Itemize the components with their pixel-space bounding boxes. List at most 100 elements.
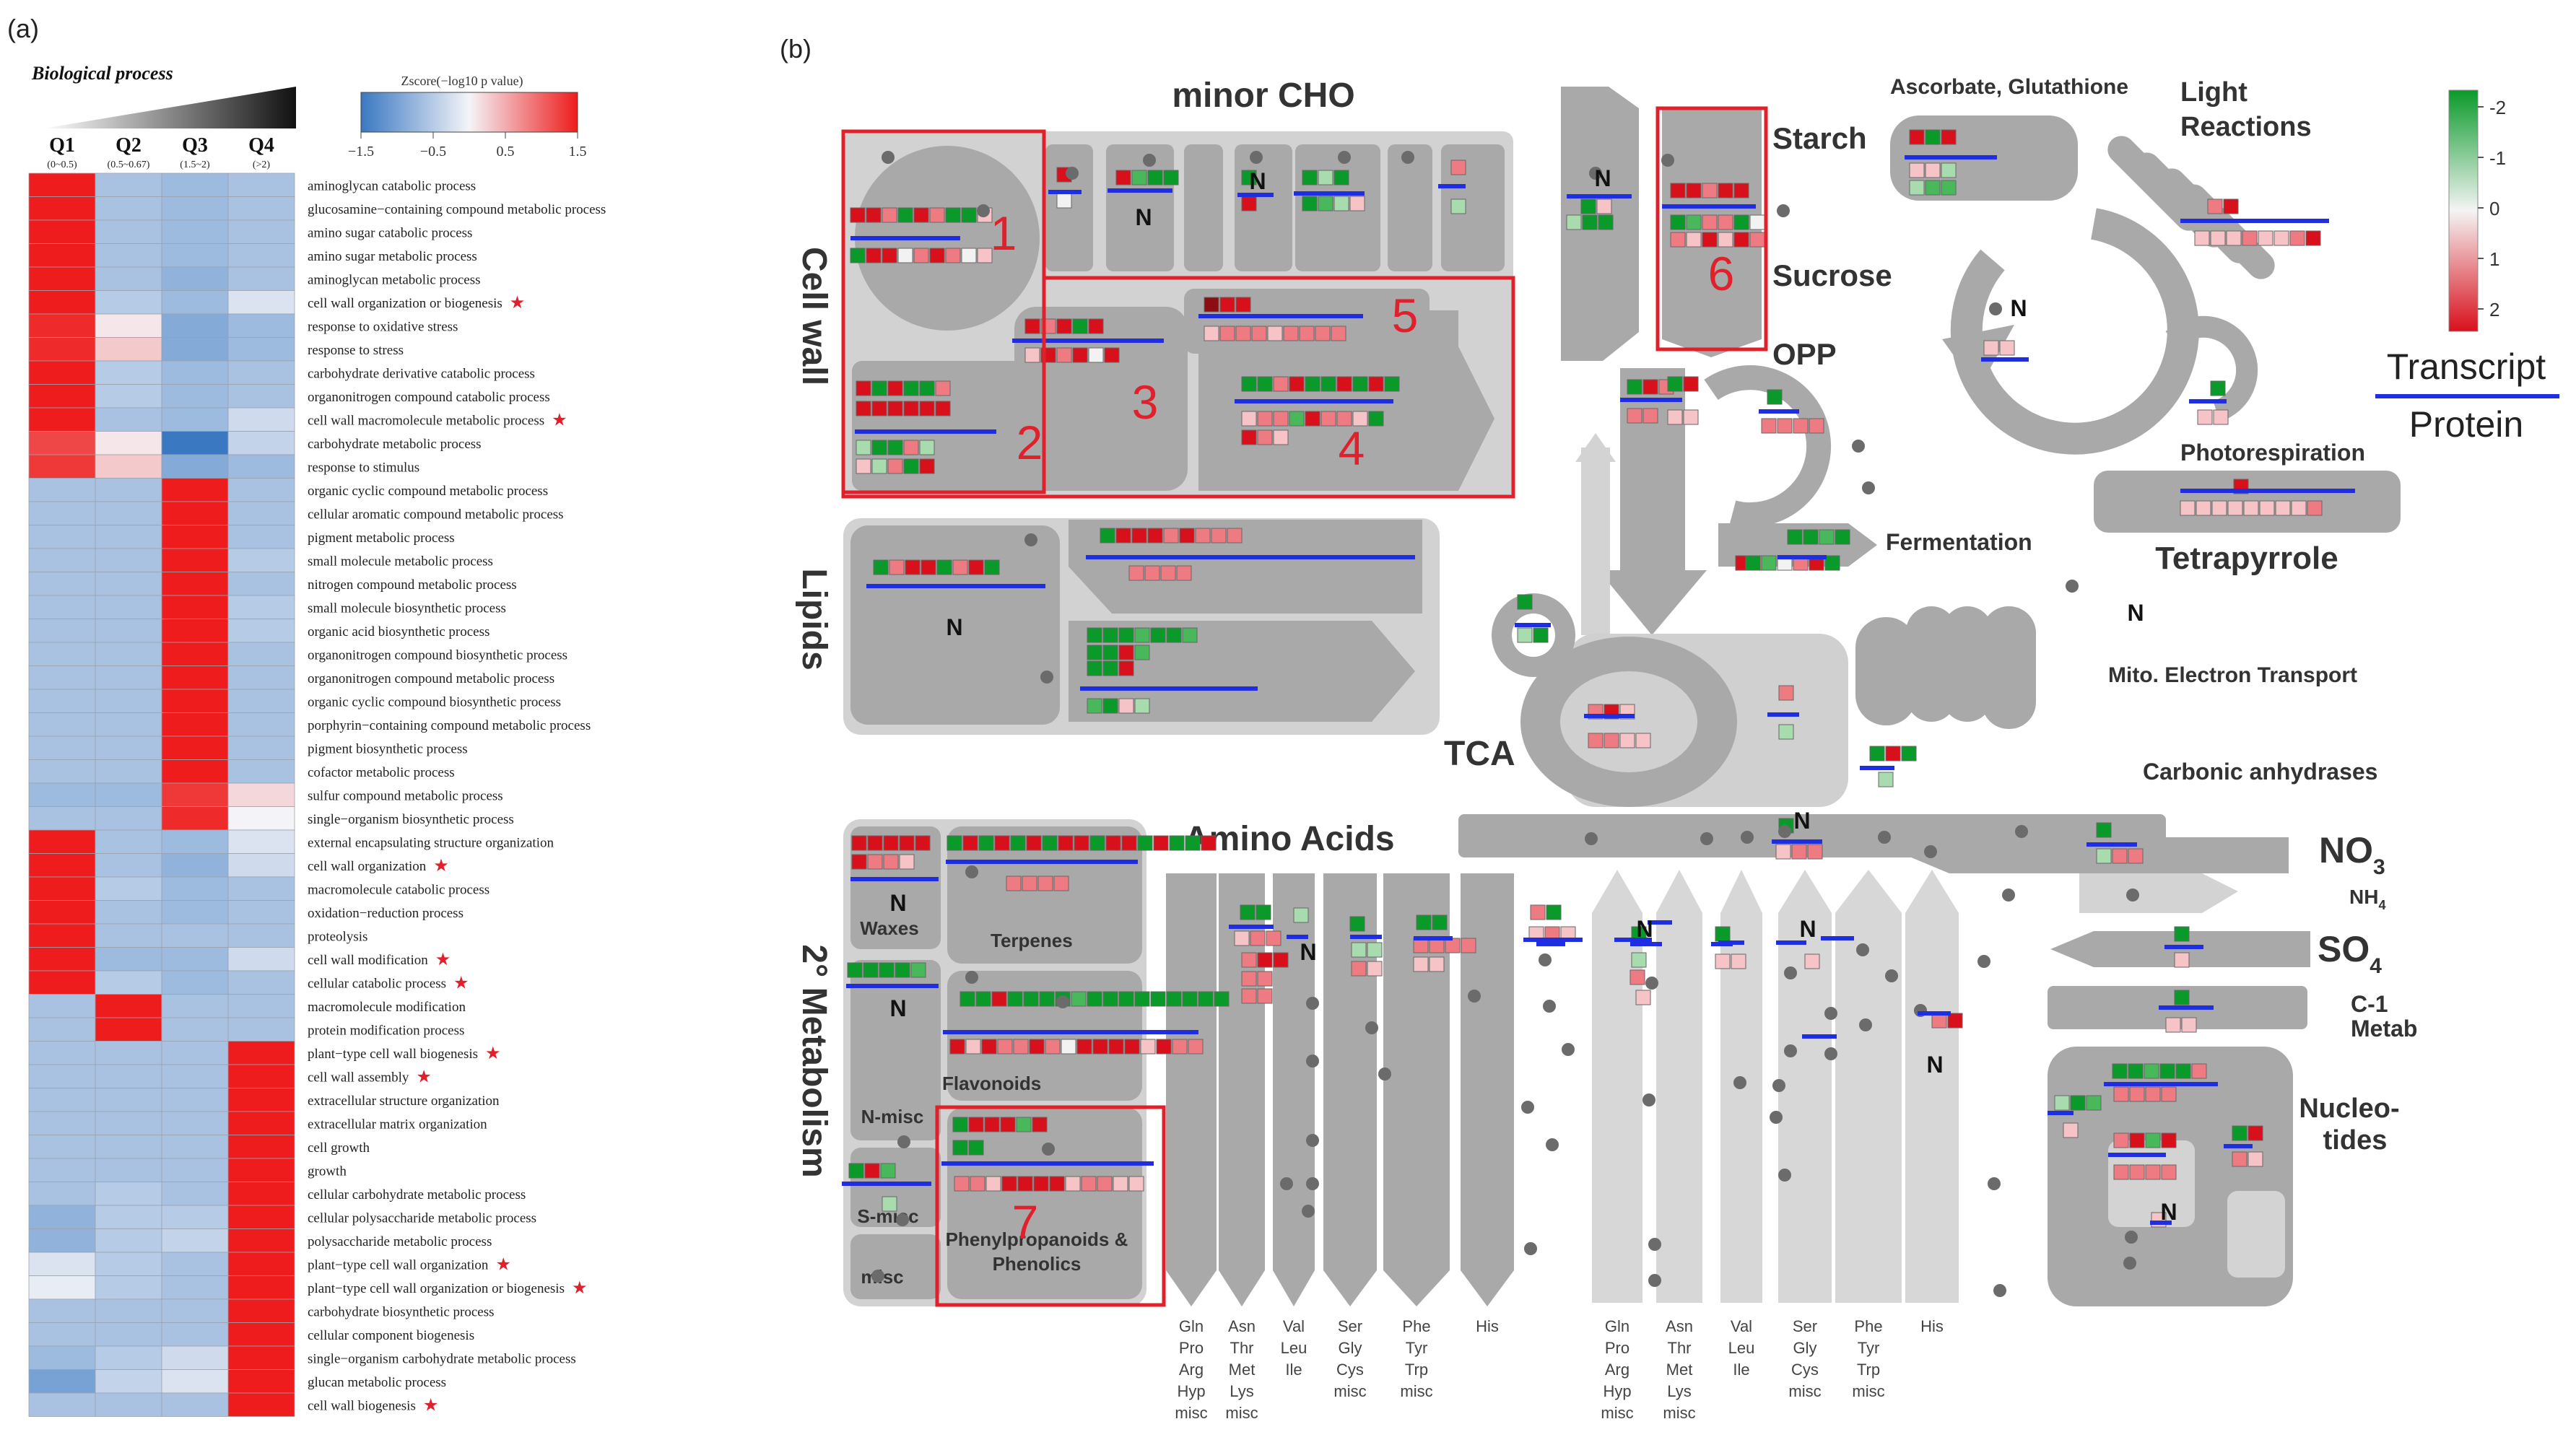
expression-tile	[1718, 232, 1733, 248]
expression-tile	[1088, 318, 1104, 334]
starch-label: Starch	[1772, 121, 1867, 155]
aa-label: misc	[1333, 1382, 1366, 1400]
expression-tile	[1241, 988, 1257, 1004]
expression-tile	[1204, 326, 1219, 341]
photorespiration-arrow	[2165, 315, 2258, 422]
heatmap-cell	[161, 853, 229, 878]
heatmap-cell	[28, 1275, 96, 1300]
heatmap-cell	[95, 665, 162, 690]
heatmap-cell	[161, 712, 229, 737]
row-label: pigment biosynthetic process	[308, 741, 468, 756]
expression-tile	[2289, 230, 2305, 246]
heatmap-cell	[95, 619, 162, 643]
expression-tile	[2086, 1095, 2102, 1111]
row-label: single−organism carbohydrate metabolic p…	[308, 1351, 576, 1366]
expression-tile	[1118, 627, 1134, 643]
pathway-dot	[1280, 1177, 1293, 1190]
expression-tile	[1333, 196, 1349, 211]
expression-tile	[1058, 835, 1074, 851]
expression-tile	[1235, 326, 1251, 341]
expression-tile	[2145, 1164, 2161, 1180]
pathway-dot	[1250, 151, 1263, 164]
n-mark: N	[1135, 204, 1152, 230]
heatmap-cell	[95, 313, 162, 338]
expression-tile	[1131, 528, 1147, 543]
expression-tile	[903, 458, 919, 474]
aa-label: His	[1920, 1317, 1944, 1335]
pathway-dot	[1543, 1000, 1556, 1013]
aa-label: misc	[1788, 1382, 1821, 1400]
heatmap-cell	[95, 994, 162, 1018]
heatmap-cell	[227, 1111, 295, 1135]
expression-tile	[847, 962, 863, 978]
expression-tile	[1733, 214, 1749, 230]
expression-tile	[1102, 698, 1118, 714]
expression-tile	[1204, 297, 1219, 313]
heatmap-cell	[227, 1228, 295, 1253]
expression-tile	[1283, 326, 1299, 341]
pathway-dot	[1661, 154, 1674, 167]
expression-tile	[864, 1163, 880, 1179]
heatmap-cell	[95, 572, 162, 596]
expression-tile	[2174, 990, 2190, 1005]
heatmap-cell	[95, 1345, 162, 1370]
expression-tile	[1999, 340, 2015, 356]
expression-tile	[1026, 835, 1042, 851]
heatmap-cell	[28, 313, 96, 338]
row-label: organic acid biosynthetic process	[308, 624, 489, 639]
expression-tile	[2174, 952, 2190, 968]
star-marker: ★	[433, 856, 449, 876]
row-label: small molecule biosynthetic process	[308, 601, 506, 616]
heatmap-cell	[28, 1298, 96, 1323]
heatmap-cell	[227, 689, 295, 713]
heatmap-cell	[227, 313, 295, 338]
expression-tile	[1909, 162, 1925, 178]
expression-tile	[848, 1163, 864, 1179]
heatmap-cell	[161, 689, 229, 713]
heatmap-cell	[227, 501, 295, 525]
pathway-dot	[1993, 1284, 2006, 1297]
expression-tile	[1530, 904, 1546, 920]
expression-tile	[1013, 1039, 1029, 1055]
aa-label: Thr	[1668, 1339, 1692, 1357]
expression-tile	[978, 835, 994, 851]
up-arrow-light	[1581, 448, 1610, 635]
sucrose-label: Sucrose	[1772, 258, 1892, 292]
heatmap-cell	[227, 1088, 295, 1112]
expression-tile	[1367, 942, 1383, 958]
expression-tile	[1702, 183, 1718, 198]
expression-tile	[1670, 183, 1686, 198]
heatmap-cell	[95, 806, 162, 831]
expression-tile	[2258, 230, 2273, 246]
expression-tile	[1074, 835, 1089, 851]
pathway-dot	[1546, 1138, 1559, 1151]
expression-tile	[1336, 411, 1352, 427]
expression-tile	[1767, 389, 1783, 405]
expression-tile	[1546, 904, 1562, 920]
heatmap-cell	[28, 290, 96, 315]
heatmap-cell	[161, 1322, 229, 1347]
expression-tile	[2196, 500, 2211, 516]
aa-label: Met	[1229, 1361, 1256, 1379]
photorespiration-label: Photorespiration	[2180, 440, 2365, 466]
expression-tile	[1461, 938, 1476, 953]
heatmap-cell	[161, 1088, 229, 1112]
heatmap-cell	[28, 994, 96, 1018]
heatmap-cell	[227, 642, 295, 666]
heatmap-cell	[227, 173, 295, 197]
expression-tile	[945, 207, 961, 223]
heatmap-cell	[161, 970, 229, 995]
heatmap-cell	[161, 243, 229, 268]
heatmap-cell	[161, 595, 229, 619]
heatmap-cell	[161, 290, 229, 315]
heatmap-cell	[95, 947, 162, 972]
row-label: cellular carbohydrate metabolic process	[308, 1187, 526, 1202]
heatmap-cell	[28, 642, 96, 666]
expression-tile	[1256, 904, 1271, 920]
aa-arrow-up	[1835, 870, 1902, 1303]
expression-tile	[954, 1176, 970, 1192]
heatmap-cell	[28, 806, 96, 831]
heatmap-cell	[227, 665, 295, 690]
expression-tile	[1147, 528, 1163, 543]
heatmap-cell	[227, 994, 295, 1018]
